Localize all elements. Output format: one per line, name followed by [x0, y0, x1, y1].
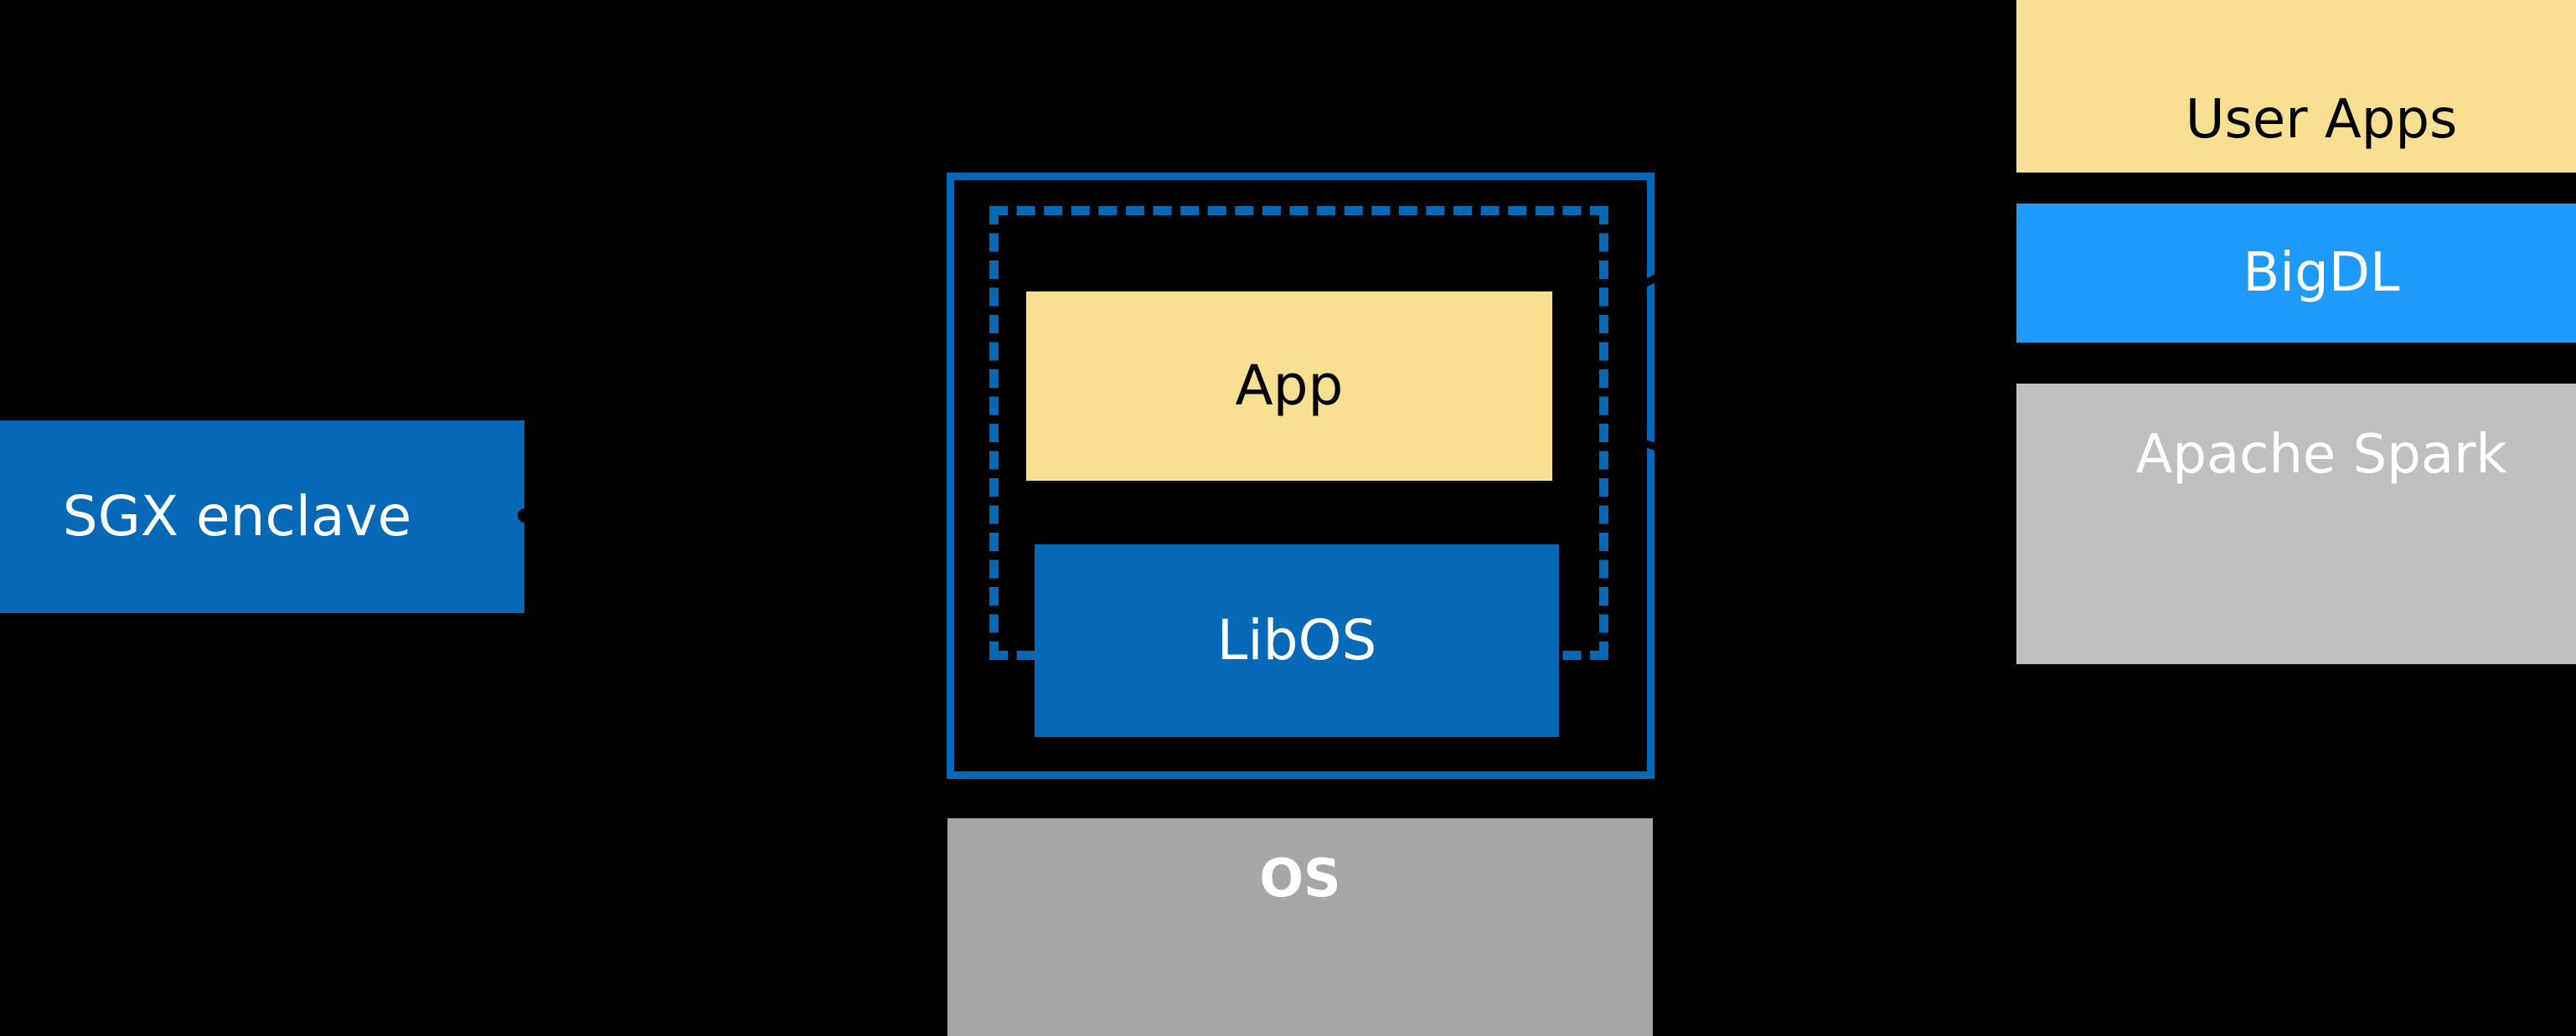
libos-label: LibOS [1216, 607, 1377, 673]
user-apps-box: User Apps [2016, 0, 2576, 173]
apache-spark-box: Apache Spark [2016, 384, 2576, 664]
app-connector-dot-icon [1545, 191, 1559, 205]
os-label: OS [1259, 848, 1341, 909]
sgx-enclave-connector-dot-icon [518, 508, 532, 523]
bigdl-box: BigDL [2016, 204, 2576, 343]
user-apps-label: User Apps [2185, 88, 2458, 151]
apache-spark-label: Apache Spark [2135, 424, 2507, 486]
sgx-enclave-label: SGX enclave [62, 483, 412, 549]
libos-box: LibOS [1035, 544, 1559, 737]
enclave-solid-boundary [947, 173, 1655, 779]
sgx-enclave-box: SGX enclave [0, 420, 524, 613]
app-label: App [1235, 353, 1344, 418]
bigdl-label: BigDL [2243, 241, 2400, 304]
app-box: App [1026, 291, 1552, 481]
os-box: OS [947, 818, 1653, 1036]
